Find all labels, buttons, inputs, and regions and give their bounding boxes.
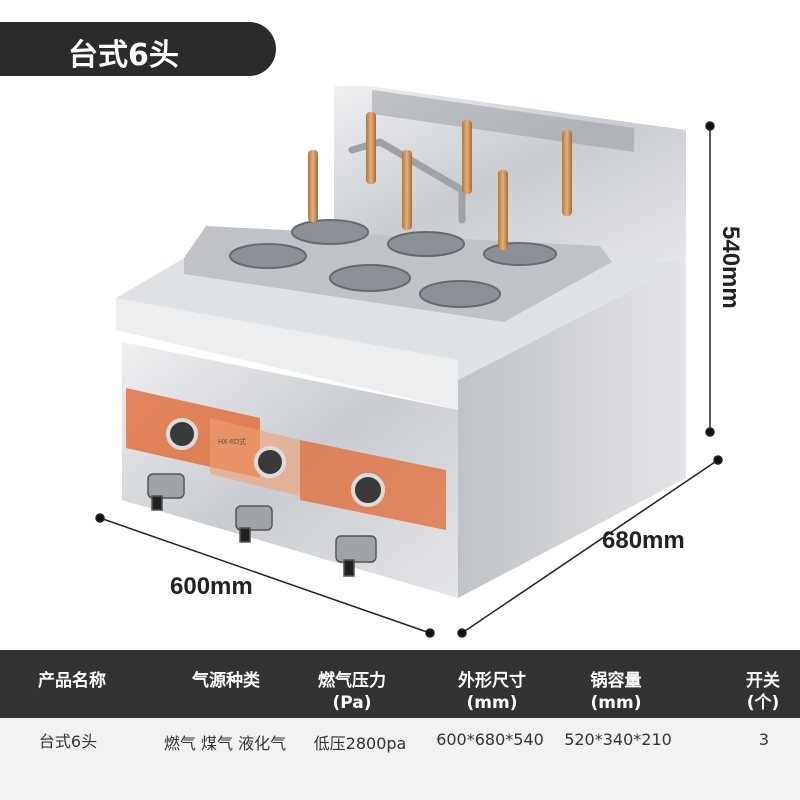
header-switches: 开关(个) <box>746 671 780 713</box>
header-product-name: 产品名称 <box>38 671 106 691</box>
header-gas-pressure: 燃气压力(Pa) <box>318 671 386 713</box>
title-banner: 台式6头 <box>0 22 276 76</box>
page-title: 台式6头 <box>68 38 179 73</box>
dimension-lines <box>95 121 723 638</box>
drain-valves <box>147 473 377 577</box>
basket-handles <box>308 112 572 250</box>
front-lip <box>116 298 458 410</box>
spec-value-row: 台式6头 燃气 煤气 液化气 低压2800pa 600*680*540 520*… <box>0 718 800 800</box>
value-gas-type: 燃气 煤气 液化气 <box>163 734 287 753</box>
value-dimensions: 600*680*540 <box>436 730 544 749</box>
control-knobs <box>166 418 385 507</box>
value-product-name: 台式6头 <box>38 732 98 751</box>
header-dimensions: 外形尺寸(mm) <box>458 671 526 713</box>
value-pot-capacity: 520*340*210 <box>564 730 672 749</box>
panel-model: HX-6D式 <box>218 437 246 446</box>
value-switches: 3 <box>758 730 770 749</box>
height-dimension: 540mm <box>717 226 744 309</box>
depth-dimension: 680mm <box>602 527 685 554</box>
width-dimension: 600mm <box>170 573 253 600</box>
product-image: HX-6D式 <box>95 86 723 638</box>
side-panel <box>458 262 686 598</box>
spec-header-row: 产品名称 气源种类 燃气压力(Pa) 外形尺寸(mm) 锅容量(mm) 开关(个… <box>0 650 800 718</box>
header-pot-capacity: 锅容量(mm) <box>590 671 642 713</box>
value-gas-pressure: 低压2800pa <box>313 734 407 753</box>
header-gas-type: 气源种类 <box>192 671 260 691</box>
spec-table: 产品名称 气源种类 燃气压力(Pa) 外形尺寸(mm) 锅容量(mm) 开关(个… <box>0 650 800 800</box>
noodle-baskets <box>229 219 557 308</box>
